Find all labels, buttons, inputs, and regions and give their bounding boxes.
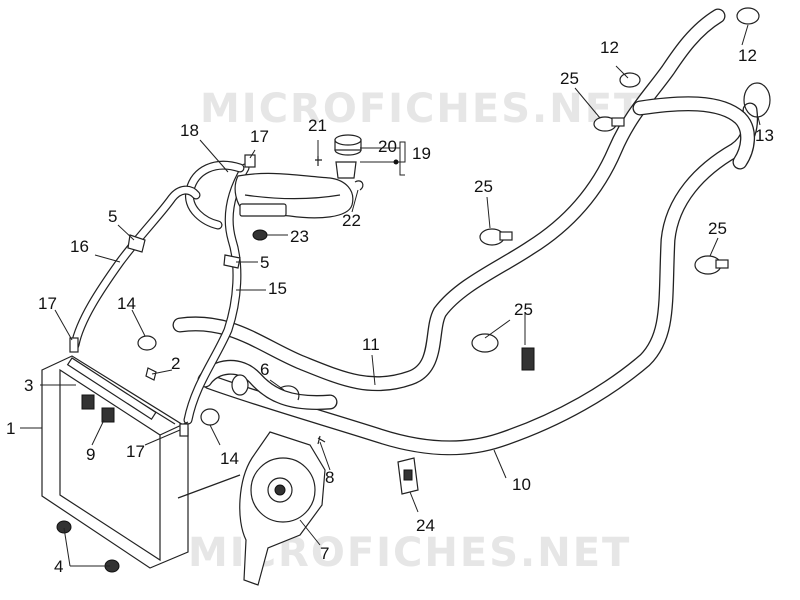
- callout-17b: 17: [250, 127, 269, 146]
- pump-outlet: [231, 374, 249, 396]
- callout-6: 6: [260, 360, 269, 379]
- clamp-22: [354, 180, 364, 191]
- callout-25a: 25: [560, 69, 579, 88]
- clamp-25a: [593, 116, 625, 132]
- callout-5a: 5: [108, 207, 117, 226]
- callout-12a: 12: [600, 38, 619, 57]
- callout-3: 3: [24, 376, 33, 395]
- fitting-17c: [244, 154, 256, 168]
- radiator-1: [41, 355, 189, 569]
- expansion-tank: [234, 161, 357, 219]
- clip-5b: [223, 254, 241, 269]
- screw-21: [315, 156, 322, 166]
- clamp-14b: [200, 408, 220, 426]
- callout-17c: 17: [126, 442, 145, 461]
- clamp-6: [279, 385, 300, 401]
- callout-25b: 25: [474, 177, 493, 196]
- callout-25c: 25: [514, 300, 533, 319]
- callout-19: 19: [412, 144, 431, 163]
- clamp-25d: [694, 255, 729, 275]
- hose-11-branch: [632, 96, 755, 170]
- callout-7: 7: [320, 544, 329, 563]
- callout-14a: 14: [117, 294, 136, 313]
- fitting-17a: [69, 337, 79, 353]
- fitting-17b: [179, 423, 189, 437]
- callout-16: 16: [70, 237, 89, 256]
- callout-22: 22: [342, 211, 361, 230]
- clip-5a: [127, 234, 146, 253]
- hose-10: [202, 102, 759, 456]
- hose-16: [70, 185, 201, 350]
- callouts: 1 2 3 4 5 5 6 7 8 9 10 11 12 12 13 14 14…: [6, 38, 774, 576]
- leader-lines: [20, 24, 761, 567]
- clamp-25b: [479, 228, 513, 246]
- callout-20: 20: [378, 137, 397, 156]
- fan-7: [239, 431, 326, 586]
- screw-8: [317, 435, 326, 445]
- callout-18: 18: [180, 121, 199, 140]
- bolt-2: [145, 367, 157, 381]
- callout-4: 4: [54, 557, 63, 576]
- callout-15: 15: [268, 279, 287, 298]
- callout-25d: 25: [708, 219, 727, 238]
- clamp-14a: [137, 335, 157, 351]
- sensor-24: [397, 457, 419, 495]
- callout-12b: 12: [738, 46, 757, 65]
- callout-8: 8: [325, 468, 334, 487]
- clamp-12b: [736, 7, 760, 25]
- hose-lower-link: [197, 359, 338, 411]
- callout-2: 2: [171, 354, 180, 373]
- grommet-23: [252, 229, 268, 241]
- fitting-3: [81, 394, 95, 410]
- fan-leader: [177, 474, 241, 499]
- callout-13: 13: [755, 126, 774, 145]
- clamp-12a: [619, 72, 641, 88]
- callout-17a: 17: [38, 294, 57, 313]
- callout-23: 23: [290, 227, 309, 246]
- fitting-9: [101, 407, 115, 423]
- callout-21: 21: [308, 116, 327, 135]
- filler-cap-20: [334, 134, 362, 156]
- callout-5b: 5: [260, 253, 269, 272]
- clamp-13: [743, 82, 771, 118]
- watermark-top: MICROFICHES.NET: [200, 86, 643, 132]
- callout-1: 1: [6, 419, 15, 438]
- mount-4a: [56, 520, 72, 534]
- callout-24: 24: [416, 516, 435, 535]
- callout-9: 9: [86, 445, 95, 464]
- hose-11: [172, 8, 726, 392]
- ref-dot-19: [393, 159, 399, 165]
- callout-11: 11: [362, 335, 380, 354]
- hose-15: [183, 163, 250, 425]
- callout-10: 10: [512, 475, 531, 494]
- clamp-25c: [471, 333, 535, 371]
- callout-14b: 14: [220, 449, 239, 468]
